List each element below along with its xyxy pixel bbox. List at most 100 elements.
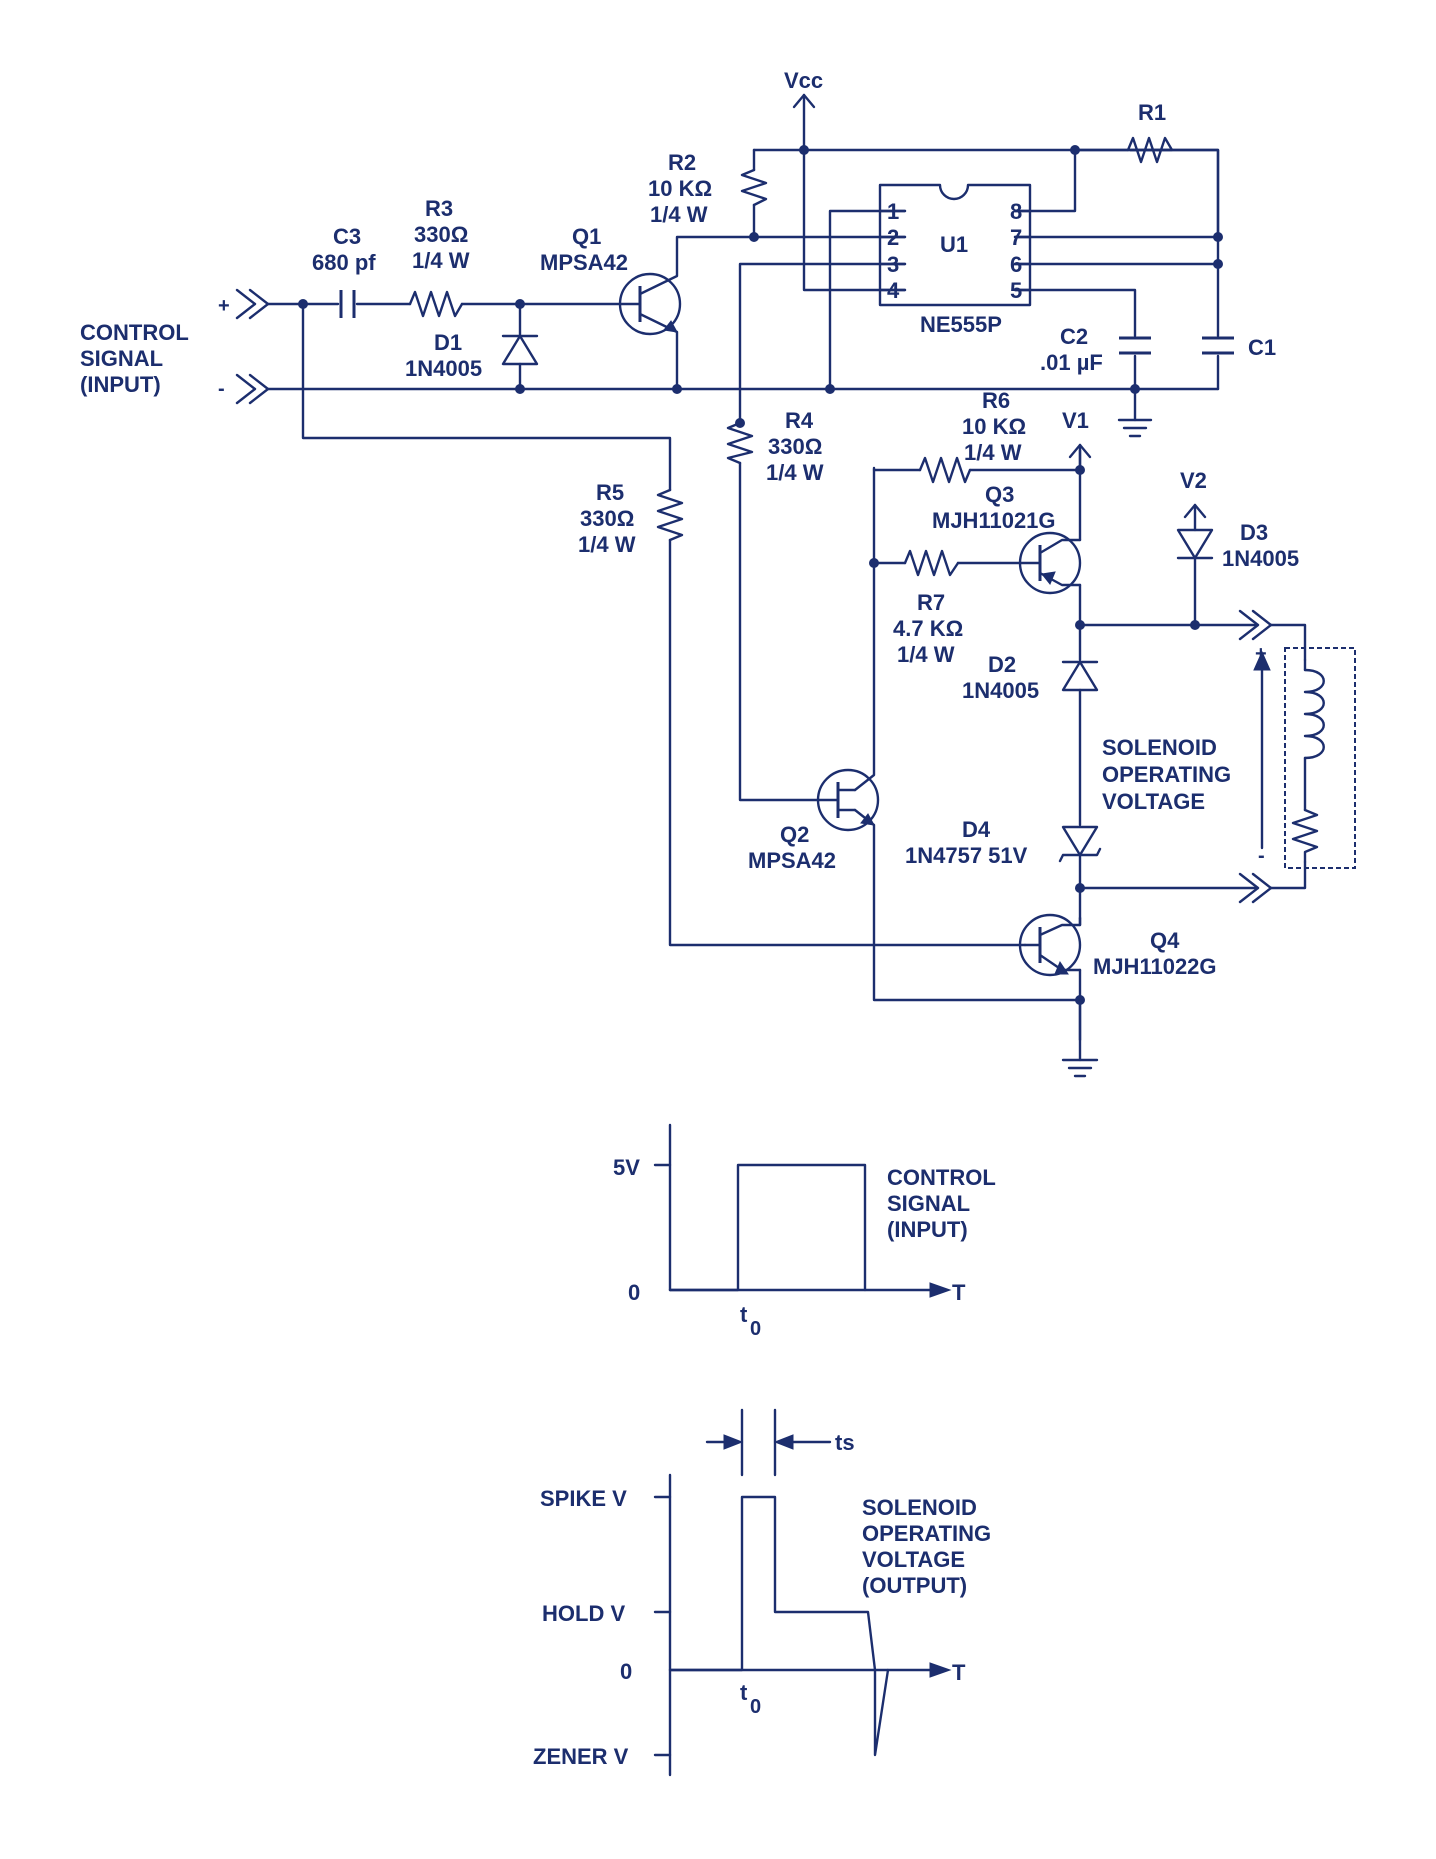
c1-ref: C1 <box>1248 335 1276 360</box>
r4-ref: R4 <box>785 408 814 433</box>
output-waveform <box>668 1495 890 1757</box>
resistor-r3 <box>408 290 464 318</box>
vcc-arrow <box>792 93 816 109</box>
input-wave-label-line1: CONTROL <box>887 1165 996 1190</box>
transistor-q4 <box>1018 913 1082 977</box>
diode-d3 <box>1176 528 1214 560</box>
input-wave-label-line2: SIGNAL <box>887 1191 970 1216</box>
r2-ref: R2 <box>668 150 696 175</box>
d3-ref: D3 <box>1240 520 1268 545</box>
output-label-spike: SPIKE V <box>540 1486 627 1511</box>
r7-ref: R7 <box>917 590 945 615</box>
output-x-axis-arrow <box>929 1662 952 1678</box>
input-wave-label-line3: (INPUT) <box>887 1217 968 1242</box>
r1-ref: R1 <box>1138 100 1166 125</box>
waveform-input: 5V 0 T t 0 CONTROL SIGNAL (INPUT) <box>613 1123 996 1340</box>
v2-arrow <box>1183 503 1207 519</box>
solenoid-label-line3: VOLTAGE <box>1102 789 1205 814</box>
u1-pin4: 4 <box>887 278 900 303</box>
q4-ref: Q4 <box>1150 928 1180 953</box>
r2-power: 1/4 W <box>650 202 708 227</box>
ic-u1 <box>878 183 1032 307</box>
solenoid-label-line1: SOLENOID <box>1102 735 1217 760</box>
r4-power: 1/4 W <box>766 460 824 485</box>
r6-power: 1/4 W <box>964 440 1022 465</box>
waveform-output: ts SPIKE V HOLD V 0 ZENER V T t 0 SOLENO… <box>533 1408 991 1777</box>
q3-part: MJH11021G <box>932 508 1056 533</box>
q2-ref: Q2 <box>780 822 809 847</box>
resistor-r1 <box>1073 136 1174 164</box>
d4-part: 1N4757 51V <box>905 843 1028 868</box>
u1-part: NE555P <box>920 312 1002 337</box>
input-connector-plus <box>235 288 270 320</box>
q2-part: MPSA42 <box>748 848 836 873</box>
output-label-t: T <box>952 1660 966 1685</box>
r7-power: 1/4 W <box>897 642 955 667</box>
q4-part: MJH11022G <box>1093 954 1217 979</box>
ground-symbol-q4 <box>1061 1058 1099 1078</box>
output-wave-label-line1: SOLENOID <box>862 1495 977 1520</box>
v1-label: V1 <box>1062 408 1089 433</box>
input-plus-sign: + <box>218 295 230 317</box>
input-label-zero: 0 <box>628 1280 640 1305</box>
d2-part: 1N4005 <box>962 678 1039 703</box>
c2-value: .01 µF <box>1040 350 1103 375</box>
transistor-q3 <box>1018 531 1082 595</box>
resistor-r2 <box>740 168 768 207</box>
diode-d2 <box>1061 660 1099 692</box>
resistor-r6 <box>918 456 972 484</box>
output-wave-label-line3: VOLTAGE <box>862 1547 965 1572</box>
capacitor-c3 <box>339 290 356 318</box>
r6-ref: R6 <box>982 388 1010 413</box>
u1-pin2: 2 <box>887 225 899 250</box>
r5-value: 330Ω <box>580 506 634 531</box>
junction-dots <box>298 145 1223 1005</box>
output-connector-plus <box>1238 609 1307 662</box>
d4-ref: D4 <box>962 817 991 842</box>
d1-ref: D1 <box>434 330 462 355</box>
q1-part: MPSA42 <box>540 250 628 275</box>
q3-ref: Q3 <box>985 482 1014 507</box>
input-pulse <box>668 1163 867 1292</box>
output-label-zero: 0 <box>620 1659 632 1684</box>
ground-symbol-c2 <box>1117 418 1153 438</box>
output-label-t0: t <box>740 1680 748 1705</box>
ts-label: ts <box>835 1430 855 1455</box>
zener-diode-d4 <box>1058 825 1102 863</box>
output-label-zener: ZENER V <box>533 1744 629 1769</box>
u1-pin1: 1 <box>887 199 899 224</box>
solenoid-voltage-arrow <box>1253 650 1271 850</box>
d1-part: 1N4005 <box>405 356 482 381</box>
output-connector-minus <box>1238 860 1307 904</box>
input-label-t0-sub: 0 <box>750 1318 761 1340</box>
ts-arrow-right <box>773 1434 794 1450</box>
r5-power: 1/4 W <box>578 532 636 557</box>
v1-arrow <box>1068 443 1092 459</box>
diode-d1 <box>501 334 539 366</box>
transistor-q2 <box>816 768 880 832</box>
output-wave-label-line2: OPERATING <box>862 1521 991 1546</box>
r3-ref: R3 <box>425 196 453 221</box>
output-label-hold: HOLD V <box>542 1601 625 1626</box>
resistor-r4 <box>726 421 754 465</box>
q1-ref: Q1 <box>572 224 601 249</box>
resistor-r7 <box>903 549 960 577</box>
ts-arrow-left <box>723 1434 744 1450</box>
r2-value: 10 KΩ <box>648 176 712 201</box>
c2-ref: C2 <box>1060 324 1088 349</box>
output-label-t0-sub: 0 <box>750 1696 761 1718</box>
resistor-r5 <box>656 488 684 542</box>
v2-label: V2 <box>1180 468 1207 493</box>
capacitor-c1 <box>1202 336 1234 355</box>
transistor-q1 <box>618 272 682 336</box>
solenoid-coil <box>1284 647 1356 869</box>
input-minus-sign: - <box>218 378 225 400</box>
capacitor-c2 <box>1119 336 1151 355</box>
u1-pin5: 5 <box>1010 278 1022 303</box>
input-label-line1: CONTROL <box>80 320 189 345</box>
input-label-t: T <box>952 1280 966 1305</box>
u1-pin6: 6 <box>1010 252 1022 277</box>
input-label-5v: 5V <box>613 1155 640 1180</box>
coil-plus-sign: + <box>1255 643 1267 665</box>
